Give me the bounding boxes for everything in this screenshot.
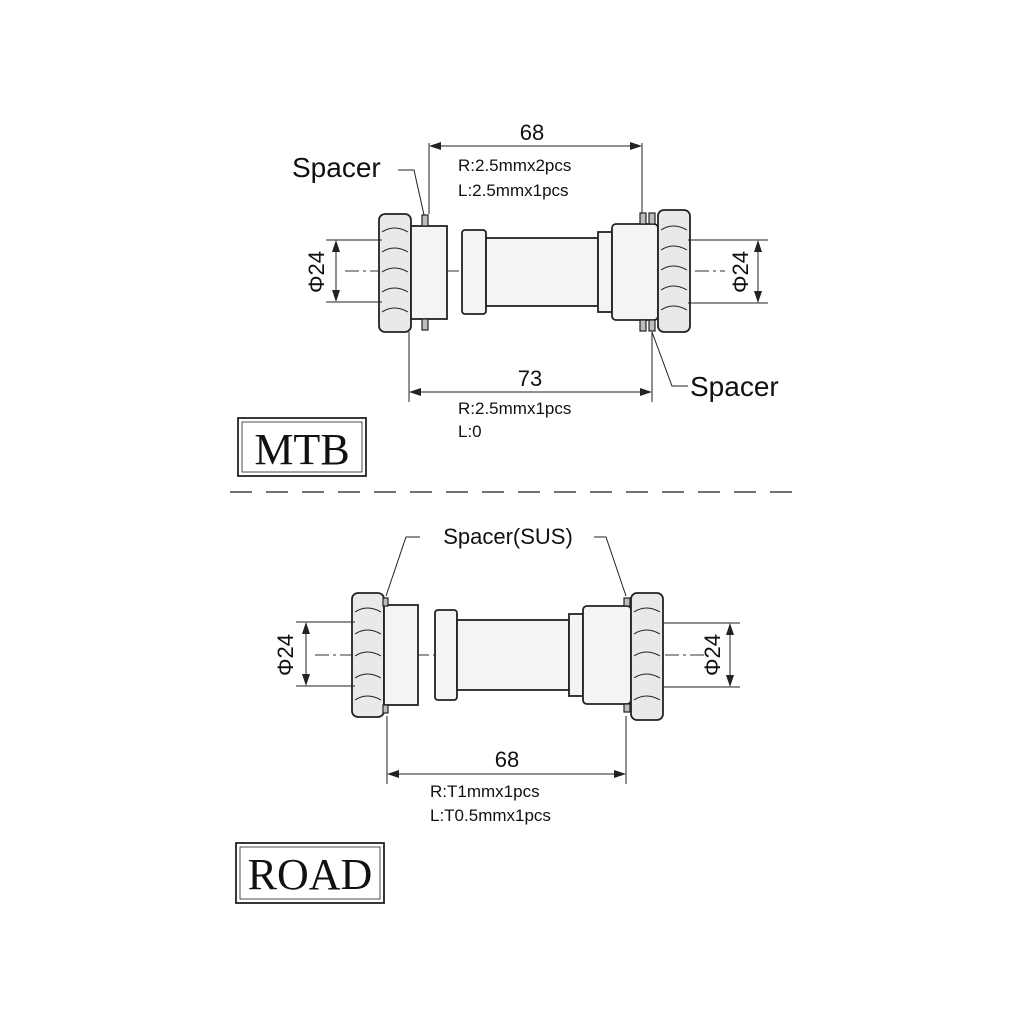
mtb-assembly: 68 R:2.5mmx2pcs L:2.5mmx1pcs 73 R:2.5mmx… bbox=[237, 120, 779, 477]
mtb-dim-top-note-1: R:2.5mmx2pcs bbox=[458, 156, 571, 175]
mtb-left-cup bbox=[378, 213, 448, 333]
mtb-dim-top-value: 68 bbox=[520, 120, 544, 145]
mtb-dim-bottom bbox=[408, 332, 653, 402]
road-title: ROAD bbox=[248, 850, 373, 899]
road-left-cup bbox=[351, 592, 419, 718]
mtb-right-spacer-top-1 bbox=[639, 212, 647, 225]
road-spacer-left-leader bbox=[385, 536, 420, 597]
mtb-right-cup bbox=[611, 209, 691, 333]
mtb-title: MTB bbox=[254, 425, 349, 474]
mtb-dim-top bbox=[428, 142, 643, 214]
road-dim-value: 68 bbox=[495, 747, 519, 772]
mtb-dim-bottom-note-1: R:2.5mmx1pcs bbox=[458, 399, 571, 418]
mtb-spacer-left-label: Spacer bbox=[292, 152, 381, 183]
mtb-right-spacer-bottom-2 bbox=[648, 319, 656, 332]
mtb-dia-right: Φ24 bbox=[728, 251, 753, 293]
mtb-left-spacer-bottom bbox=[421, 318, 429, 331]
mtb-right-spacer-top-2 bbox=[648, 212, 656, 225]
mtb-title-box bbox=[237, 417, 367, 477]
road-spacer-right-leader bbox=[594, 536, 627, 597]
road-title-box bbox=[235, 842, 385, 904]
road-right-spacer-top bbox=[623, 597, 631, 607]
road-dia-right: Φ24 bbox=[700, 634, 725, 676]
road-dia-left-dim bbox=[296, 621, 355, 687]
road-dim-note-2: L:T0.5mmx1pcs bbox=[430, 806, 551, 825]
mtb-dia-right-dim bbox=[688, 239, 768, 304]
road-left-spacer-top bbox=[382, 597, 389, 607]
mtb-tube bbox=[461, 229, 613, 315]
road-right-spacer-bottom bbox=[623, 703, 631, 713]
road-assembly: Spacer(SUS) 68 R:T1mmx1pcs L:T0.5mmx1pcs… bbox=[235, 524, 740, 904]
road-dia-right-dim bbox=[664, 622, 740, 688]
mtb-spacer-left-leader bbox=[398, 169, 425, 216]
mtb-dia-left-dim bbox=[326, 239, 382, 303]
mtb-left-spacer-top bbox=[421, 214, 429, 227]
mtb-dim-top-note-2: L:2.5mmx1pcs bbox=[458, 181, 569, 200]
mtb-right-spacer-bottom-1 bbox=[639, 319, 647, 332]
road-tube bbox=[434, 609, 584, 701]
road-dia-left: Φ24 bbox=[273, 634, 298, 676]
road-spacer-label: Spacer(SUS) bbox=[443, 524, 573, 549]
road-dim bbox=[386, 716, 627, 784]
mtb-dim-bottom-note-2: L:0 bbox=[458, 422, 482, 441]
mtb-dia-left: Φ24 bbox=[304, 251, 329, 293]
road-left-spacer-bottom bbox=[382, 704, 389, 714]
road-right-cup bbox=[582, 592, 664, 721]
mtb-dim-bottom-value: 73 bbox=[518, 366, 542, 391]
mtb-spacer-right-leader bbox=[651, 331, 688, 387]
road-dim-note-1: R:T1mmx1pcs bbox=[430, 782, 540, 801]
mtb-spacer-right-label: Spacer bbox=[690, 371, 779, 402]
